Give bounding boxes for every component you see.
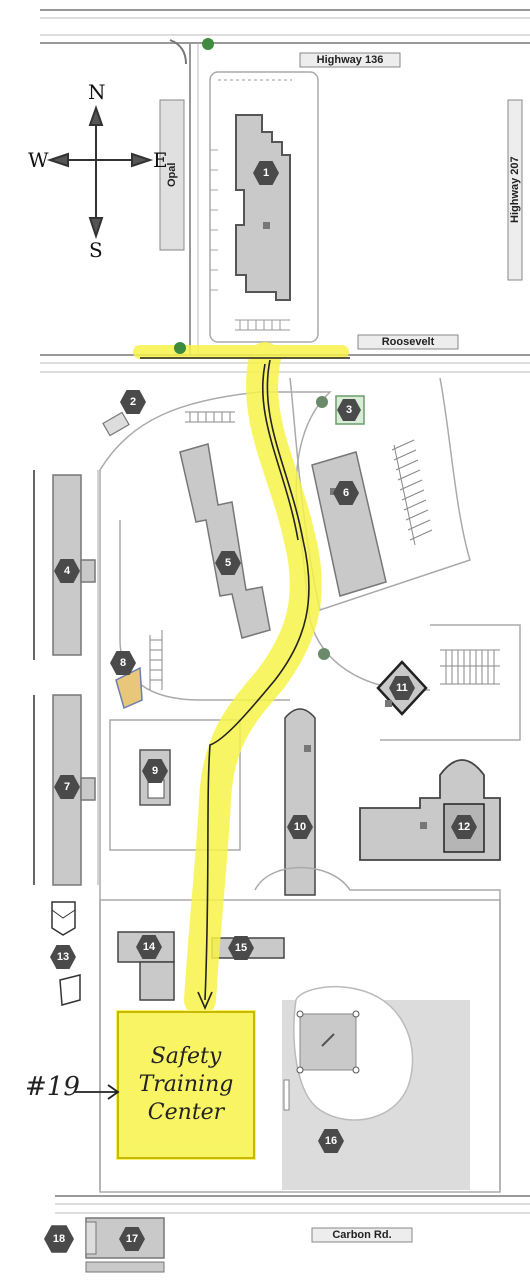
opal-label: Opal [160, 100, 184, 250]
carbon-road-label: Carbon Rd. [312, 1228, 412, 1242]
route-line [117, 357, 350, 1159]
building-marker-9: 9 [142, 759, 168, 783]
building-marker-7: 7 [54, 775, 80, 799]
safety-training-center: Safety Training Center [118, 1012, 254, 1158]
building-13-top [51, 901, 76, 936]
destination-line-3: Center [147, 1100, 225, 1125]
highway-136-sign-frame [299, 52, 401, 68]
carbon-sign-frame [311, 1227, 413, 1243]
pedestrian-crossing-icon [316, 396, 328, 408]
marker-19-label: #19 [25, 1072, 80, 1102]
compass-west: W [28, 148, 49, 172]
building-marker-15: 15 [228, 936, 254, 960]
opal-sign-frame [159, 99, 185, 251]
roosevelt-sign-frame [357, 334, 459, 350]
opal-text: Opal [166, 162, 178, 188]
building-marker-3: 3 [337, 398, 361, 422]
building-marker-5: 5 [215, 551, 241, 575]
destination-line-2: Training [138, 1072, 234, 1097]
building-1 [235, 114, 291, 301]
building-6 [311, 451, 387, 597]
building-8-figure [115, 666, 143, 710]
highway-136-text: Highway 136 [316, 54, 384, 66]
building-5 [179, 443, 271, 639]
building-10 [284, 708, 316, 896]
building-1-lot [209, 71, 319, 343]
building-13-bottom [59, 974, 81, 1006]
building-marker-17: 17 [119, 1227, 145, 1251]
highway-207-sign-frame [507, 99, 523, 281]
marker-19-arrow [75, 1084, 120, 1100]
building-marker-12: 12 [451, 815, 477, 839]
compass-north: N [88, 80, 106, 104]
highway-207-label: Highway 207 [508, 100, 522, 280]
building-marker-10: 10 [287, 815, 313, 839]
building-marker-4: 4 [54, 559, 80, 583]
building-marker-18: 18 [44, 1225, 74, 1253]
destination-line-1: Safety [150, 1044, 222, 1069]
carbon-road-text: Carbon Rd. [332, 1229, 392, 1241]
building-marker-16: 16 [318, 1129, 344, 1153]
highway-207-text: Highway 207 [509, 156, 521, 224]
roosevelt-text: Roosevelt [381, 336, 435, 348]
building-marker-2: 2 [120, 390, 146, 414]
compass-south: S [89, 238, 103, 262]
building-marker-1: 1 [253, 161, 279, 185]
highway-136-label: Highway 136 [300, 53, 400, 67]
roosevelt-label: Roosevelt [358, 335, 458, 349]
building-marker-13: 13 [50, 945, 76, 969]
pedestrian-crossing-icon [202, 38, 214, 50]
building-marker-11: 11 [389, 676, 415, 700]
compass-east: E [153, 148, 168, 172]
compass [46, 104, 154, 240]
pedestrian-crossing-icon [318, 648, 330, 660]
building-marker-8: 8 [110, 651, 136, 675]
pedestrian-crossing-icon [174, 342, 186, 354]
building-9-lot [109, 719, 241, 851]
building-marker-6: 6 [333, 481, 359, 505]
building-marker-14: 14 [136, 935, 162, 959]
